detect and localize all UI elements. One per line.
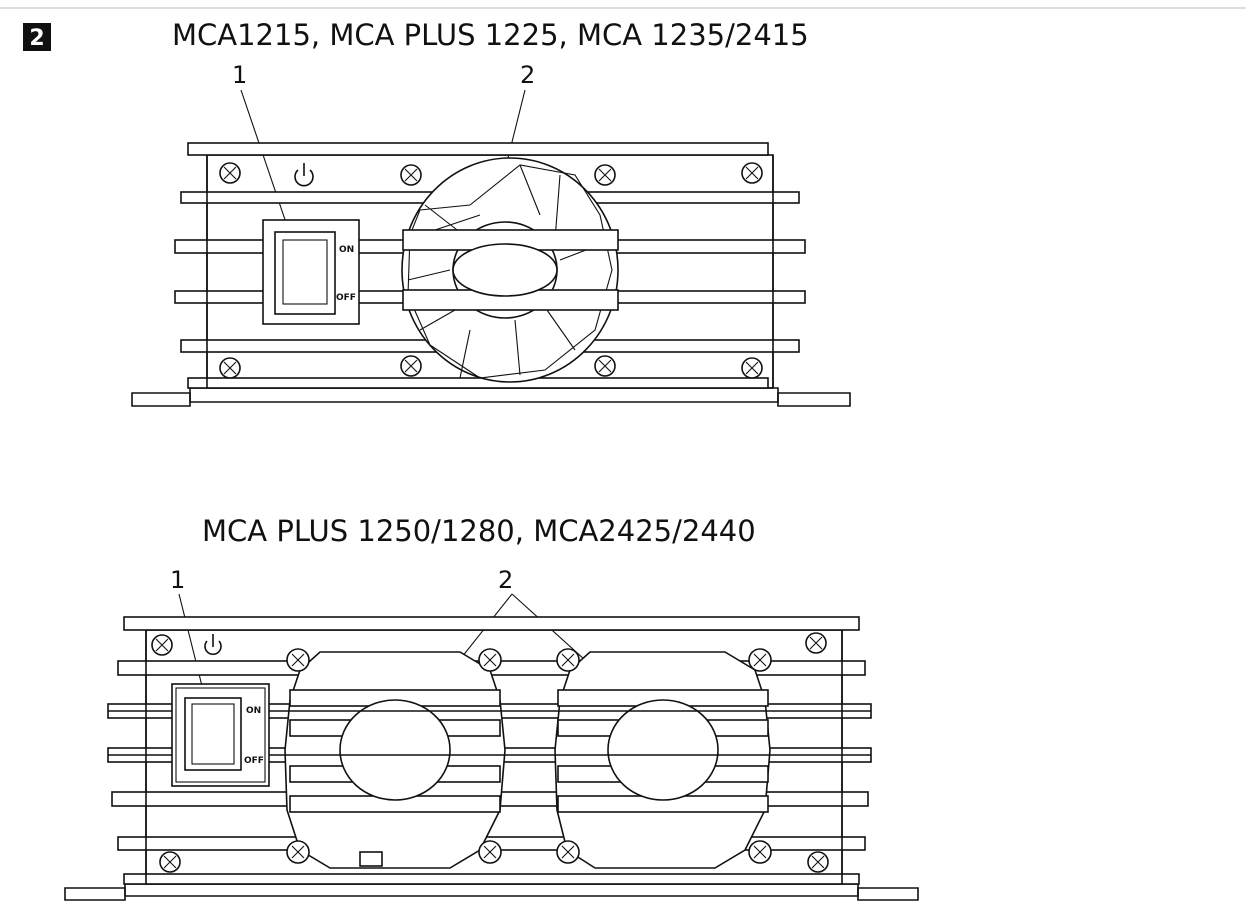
top-screw-bfr: [594, 355, 616, 377]
bottom-unit-title: MCA PLUS 1250/1280, MCA2425/2440: [202, 514, 756, 548]
top-screw-fl: [400, 164, 422, 186]
bottom-screw-4: [556, 648, 580, 672]
bottom-power-icon: [204, 634, 222, 656]
bottom-screw-3: [478, 648, 502, 672]
bottom-screw-2: [286, 648, 310, 672]
bottom-callout-2: 2: [498, 566, 513, 594]
bottom-screw-6: [805, 632, 827, 654]
bottom-switch-off-label: OFF: [244, 756, 264, 766]
top-screw-tl: [219, 162, 241, 184]
top-cooling-fan: [401, 157, 619, 383]
bottom-cooling-fan-right: [554, 651, 771, 869]
bottom-rocker-switch: [171, 683, 270, 787]
top-callout-2: 2: [520, 61, 535, 89]
top-switch-on-label: ON: [339, 245, 354, 255]
top-screw-bfl: [400, 355, 422, 377]
bottom-screw-11: [748, 840, 772, 864]
top-switch-off-label: OFF: [336, 293, 356, 303]
top-power-icon: [294, 163, 314, 187]
bottom-screw-9: [478, 840, 502, 864]
top-screw-tr: [741, 162, 763, 184]
top-rocker-switch: [262, 219, 360, 325]
bottom-screw-5: [748, 648, 772, 672]
bottom-screw-1: [151, 634, 173, 656]
figure-number: 2: [29, 26, 44, 51]
bottom-screw-7: [159, 851, 181, 873]
figure-number-badge: 2: [23, 23, 51, 51]
bottom-callout-1: 1: [170, 566, 185, 594]
bottom-screw-8: [286, 840, 310, 864]
top-screw-fr: [594, 164, 616, 186]
bottom-cooling-fan-left: [284, 651, 506, 869]
bottom-screw-12: [807, 851, 829, 873]
top-screw-br: [741, 357, 763, 379]
bottom-screw-10: [556, 840, 580, 864]
bottom-switch-on-label: ON: [246, 706, 261, 716]
top-screw-bl: [219, 357, 241, 379]
top-callout-1: 1: [232, 61, 247, 89]
top-unit-title: MCA1215, MCA PLUS 1225, MCA 1235/2415: [172, 18, 809, 52]
